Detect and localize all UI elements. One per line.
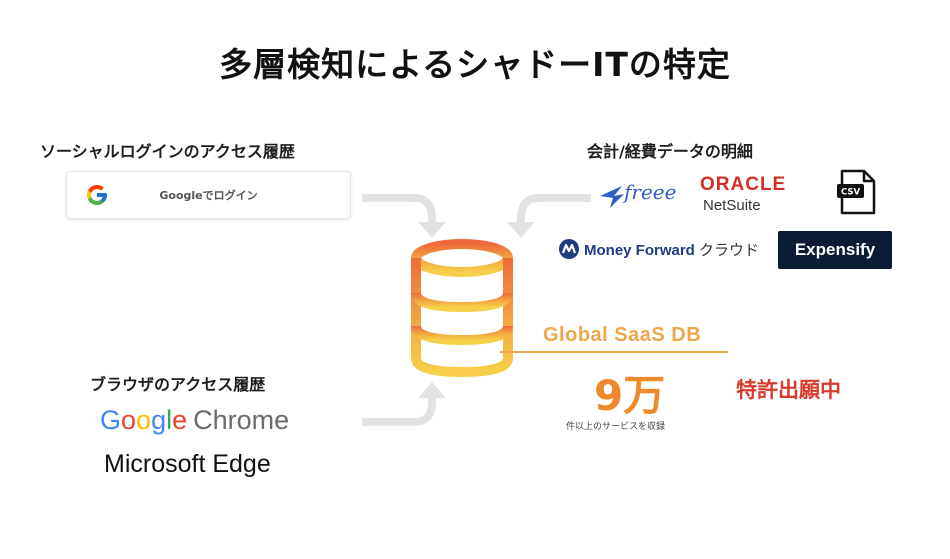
arrow-from-social-icon	[362, 194, 446, 238]
arrow-from-browser-icon	[362, 382, 446, 426]
csv-label: CSV	[841, 188, 861, 198]
google-login-button: Googleでログイン	[66, 171, 351, 219]
arrow-from-accounting-icon	[507, 194, 591, 238]
browser-section-title: ブラウザのアクセス履歴	[90, 375, 266, 394]
social-login-section-title: ソーシャルログインのアクセス履歴	[40, 142, 295, 161]
database-icon	[411, 239, 513, 377]
moneyforward-mark-icon	[559, 239, 579, 259]
accounting-section-title: 会計/経費データの明細	[587, 142, 753, 161]
moneyforward-cloud-label: クラウド	[699, 242, 760, 259]
service-count-caption: 件以上のサービスを収録	[566, 422, 666, 432]
db-label-underline	[500, 351, 728, 353]
moneyforward-wordmark: Money Forward	[584, 242, 695, 259]
global-saas-db-label: Global SaaS DB	[543, 324, 702, 346]
expensify-logo: Expensify	[778, 231, 892, 269]
service-count: 9万	[594, 371, 666, 420]
freee-wordmark: freee	[624, 180, 677, 204]
microsoft-edge-label: Microsoft Edge	[104, 450, 271, 478]
google-g-icon	[87, 185, 107, 205]
csv-file-icon: CSV	[836, 168, 878, 216]
oracle-wordmark: ORACLE	[700, 174, 787, 195]
oracle-netsuite-logo: ORACLE NetSuite	[700, 174, 812, 220]
netsuite-wordmark: NetSuite	[703, 197, 761, 214]
csv-document-icon: CSV	[837, 169, 876, 215]
google-wordmark: Google	[100, 405, 188, 435]
patent-pending-label: 特許出願中	[736, 378, 841, 402]
page-title: 多層検知によるシャドーITの特定	[219, 45, 731, 84]
freee-bird-icon	[600, 186, 624, 208]
moneyforward-logo: Money Forward クラウド	[558, 236, 772, 262]
chrome-wordmark: Chrome	[193, 405, 290, 435]
freee-logo: freee	[598, 178, 690, 212]
google-login-label: Googleでログイン	[159, 189, 258, 202]
